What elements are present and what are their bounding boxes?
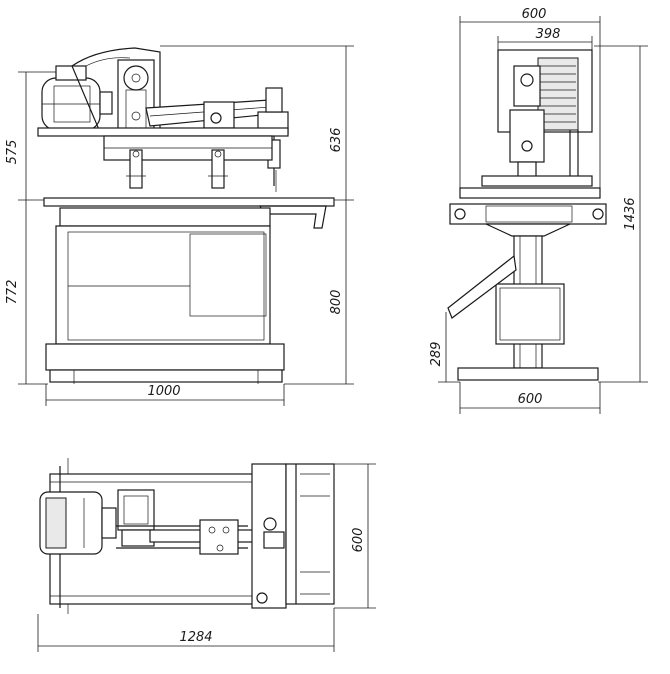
end-dim-289: 289: [429, 312, 460, 383]
end-dim-600-top: 600: [459, 7, 601, 190]
end-view: 600 398 1436 289 600: [429, 7, 648, 414]
plan-motor: [39, 491, 117, 555]
dim-772-label: 772: [5, 280, 20, 305]
side-table: [43, 197, 335, 229]
plan-table: [285, 463, 335, 605]
end-dim-1436: 1436: [594, 45, 648, 383]
side-dim-575: 575: [5, 71, 56, 201]
dim-plan-600-label: 600: [351, 528, 366, 553]
dim-1284-label: 1284: [179, 630, 212, 645]
dim-800-label: 800: [329, 290, 344, 315]
side-base-cabinet: [45, 225, 285, 384]
plan-dim-600: 600: [334, 463, 376, 609]
plan-dim-1284: 1284: [37, 608, 335, 652]
end-head: [481, 49, 593, 187]
dim-1436-label: 1436: [623, 197, 638, 230]
end-table: [449, 187, 607, 225]
plan-crank: [116, 489, 248, 549]
side-dim-772: 772: [5, 200, 48, 385]
plan-head: [251, 463, 287, 609]
side-dim-800: 800: [284, 200, 354, 385]
end-dim-398: 398: [497, 27, 593, 54]
plan-lever: [149, 519, 281, 555]
side-dim-1000: 1000: [45, 384, 285, 406]
end-motor-fins: [540, 65, 576, 123]
plan-view: 600 1284: [37, 458, 376, 652]
dim-600-base-label: 600: [518, 392, 543, 407]
dim-289-label: 289: [429, 342, 444, 367]
side-frame: [37, 127, 289, 189]
dim-600-top-label: 600: [522, 7, 547, 22]
dim-398-label: 398: [536, 27, 561, 42]
side-motor: [41, 65, 113, 131]
end-dim-600-base: 600: [459, 382, 601, 414]
dim-1000-label: 1000: [147, 384, 180, 399]
side-view: 575 772 636 800 1000: [5, 45, 354, 406]
side-dim-636: 636: [160, 45, 354, 201]
dim-575-label: 575: [5, 140, 20, 165]
side-belt-guard: [71, 47, 161, 133]
dim-636-label: 636: [329, 128, 344, 153]
end-column: [447, 223, 599, 381]
